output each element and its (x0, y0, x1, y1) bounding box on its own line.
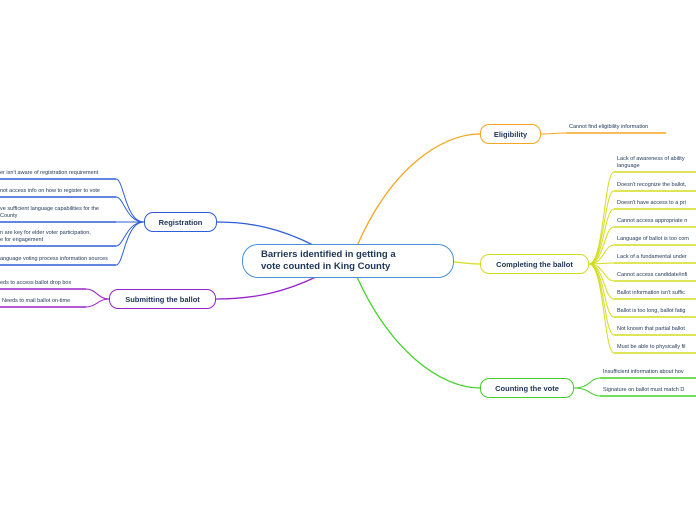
connector-submitting-leaf-1 (85, 288, 110, 300)
registration-leaf-label: n are key for elder voter participation,… (0, 230, 91, 243)
central-topic[interactable]: Barriers identified in getting a vote co… (242, 244, 454, 278)
submitting-leaf[interactable]: eds to access ballot drop box (0, 276, 86, 289)
completing-leaf[interactable]: Lack of a fundamental under (617, 250, 696, 263)
connector-counting (356, 276, 481, 389)
completing-leaf-label: Lack of awareness of ability language (617, 156, 685, 169)
counting-leaf[interactable]: Signature on ballot must match D (603, 383, 696, 396)
completing-leaf-label: Must be able to physically fil (617, 344, 686, 350)
completing-leaf-label: Doesn't recognize the ballot, (617, 182, 687, 188)
connector-eligibility (356, 133, 481, 247)
completing-leaf[interactable]: Cannot access candidate/infi (617, 268, 696, 281)
connector-completing-leaf-3 (588, 208, 615, 265)
completing-leaf-label: Not known that partial ballot (617, 326, 685, 332)
connector-submitting (215, 275, 319, 300)
completing-leaf[interactable]: Cannot access appropriate n (617, 214, 696, 227)
branch-completing[interactable]: Completing the ballot (480, 254, 589, 274)
completing-leaf-label: Cannot access candidate/infi (617, 272, 688, 278)
registration-leaf[interactable]: n are key for elder voter participation,… (0, 227, 116, 246)
branch-counting-label: Counting the vote (495, 383, 559, 393)
branch-counting[interactable]: Counting the vote (480, 378, 574, 398)
registration-leaf-label: er isn't aware of registration requireme… (0, 170, 99, 176)
completing-leaf[interactable]: Doesn't recognize the ballot, (617, 178, 696, 191)
counting-leaf-label: Signature on ballot must match D (603, 387, 685, 393)
eligibility-leaf[interactable]: Cannot find eligibility information (569, 120, 669, 133)
connector-completing-leaf-1 (588, 171, 615, 265)
completing-leaf[interactable]: Not known that partial ballot (617, 322, 696, 335)
completing-leaf-label: Language of ballot is too com (617, 236, 689, 242)
connector-counting-leaf-1 (573, 377, 601, 389)
branch-eligibility-label: Eligibility (493, 129, 528, 139)
completing-leaf[interactable]: Language of ballot is too com (617, 232, 696, 245)
submitting-leaf-label: Needs to mail ballot on-time (2, 298, 71, 304)
counting-leaf-label: Insufficient information about hov (603, 369, 684, 375)
connector-counting-leaf-2 (573, 387, 601, 397)
submitting-leaf-label: eds to access ballot drop box (0, 280, 72, 286)
completing-leaf[interactable]: Ballot is too long, ballot fatig (617, 304, 696, 317)
branch-registration[interactable]: Registration (144, 212, 217, 232)
registration-leaf-label: ve sufficient language capabilities for … (0, 206, 99, 219)
completing-leaf-label: Doesn't have access to a pri (617, 200, 686, 206)
completing-leaf[interactable]: Must be able to physically fil (617, 340, 696, 353)
registration-leaf-label: anguage voting process information sourc… (0, 256, 108, 262)
connector-completing-leaf-5 (588, 244, 615, 265)
connector-eligibility-leaf (540, 132, 567, 135)
registration-leaf[interactable]: anguage voting process information sourc… (0, 252, 116, 265)
branch-completing-label: Completing the ballot (496, 259, 573, 269)
submitting-leaf[interactable]: Needs to mail ballot on-time (0, 294, 86, 307)
connector-submitting-leaf-2 (85, 298, 110, 308)
branch-submitting[interactable]: Submitting the ballot (109, 289, 216, 309)
branch-eligibility[interactable]: Eligibility (480, 124, 541, 144)
completing-leaf[interactable]: Ballot information isn't suffic (617, 286, 696, 299)
completing-leaf-label: Cannot access appropriate n (617, 218, 688, 224)
registration-leaf-label: not access info on how to register to vo… (0, 188, 100, 194)
central-topic-label: Barriers identified in getting a vote co… (261, 249, 396, 272)
connector-registration (216, 221, 316, 247)
connector-completing-leaf-11 (588, 263, 615, 354)
completing-leaf-label: Lack of a fundamental under (617, 254, 687, 260)
counting-leaf[interactable]: Insufficient information about hov (603, 365, 696, 378)
branch-submitting-label: Submitting the ballot (125, 294, 200, 304)
branch-registration-label: Registration (158, 217, 203, 227)
completing-leaf-label: Ballot is too long, ballot fatig (617, 308, 686, 314)
completing-leaf-label: Ballot information isn't suffic (617, 290, 685, 296)
connector-registration-leaf-5 (115, 221, 145, 266)
registration-leaf[interactable]: not access info on how to register to vo… (0, 184, 116, 197)
completing-leaf[interactable]: Lack of awareness of ability language (617, 153, 696, 172)
completing-leaf[interactable]: Doesn't have access to a pri (617, 196, 696, 209)
connector-completing (453, 261, 481, 265)
registration-leaf[interactable]: ve sufficient language capabilities for … (0, 203, 116, 222)
eligibility-leaf-label: Cannot find eligibility information (569, 124, 649, 130)
connector-registration-leaf-2 (115, 196, 145, 223)
connector-completing-leaf-4 (588, 226, 615, 265)
connector-registration-leaf-1 (115, 178, 145, 223)
connector-completing-leaf-10 (588, 263, 615, 336)
registration-leaf[interactable]: er isn't aware of registration requireme… (0, 166, 116, 179)
